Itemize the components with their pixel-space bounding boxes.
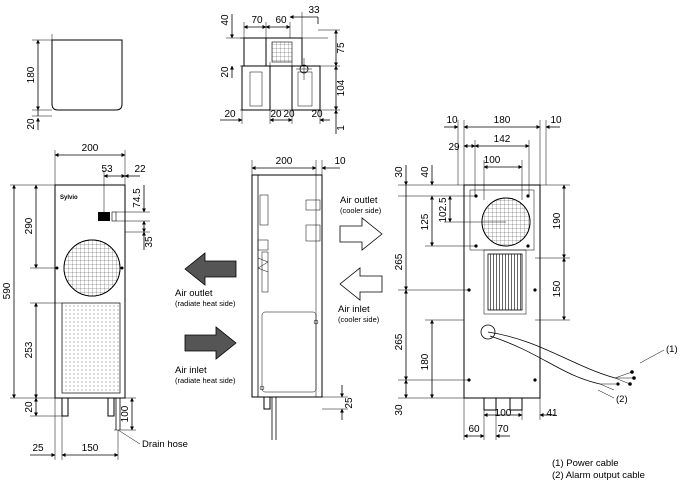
bracket-dim-b20a: 20: [224, 109, 236, 120]
air-outlet-cooler-sub: (cooler side): [340, 206, 382, 215]
air-inlet-radiate-sub: (radiate heat side): [175, 376, 236, 385]
bracket-dim-33: 33: [308, 5, 320, 16]
top-view-dim-20: 20: [26, 118, 37, 130]
cable-gland-icon: [480, 324, 496, 340]
rear-dim-29: 29: [448, 142, 460, 153]
rear-dim-150: 150: [552, 280, 563, 297]
air-outlet-radiate-sub: (radiate heat side): [175, 299, 236, 308]
legend: (1) Power cable (2) Alarm output cable: [552, 458, 645, 481]
side-dim-10: 10: [334, 156, 346, 167]
bracket-left-block: [241, 65, 271, 111]
callout-2: (2): [616, 394, 628, 405]
bracket-dim-75: 75: [336, 42, 347, 54]
rear-dim-102-5: 102.5: [438, 197, 449, 222]
rear-dim-30-bot: 30: [394, 404, 405, 416]
air-outlet-radiate-arrow-icon: [184, 252, 237, 286]
top-view-outline: [51, 39, 123, 111]
top-view-dim-180: 180: [26, 66, 37, 83]
bracket-dim-b20c: 20: [283, 109, 295, 120]
front-dim-25: 25: [32, 443, 44, 454]
legend-item-alarm-cable: (2) Alarm output cable: [552, 470, 645, 481]
drain-hose-label: Drain hose: [142, 439, 188, 450]
bracket-dim-60: 60: [275, 15, 287, 26]
rear-heat-exchanger: [487, 253, 523, 311]
callout-1: (1): [666, 344, 678, 355]
side-dim-25: 25: [344, 397, 355, 409]
front-dim-200: 200: [82, 143, 99, 154]
air-inlet-cooler-label: Air inlet: [338, 304, 370, 315]
bracket-dim-b20d: 20: [311, 109, 323, 120]
side-view-outline: [251, 174, 323, 398]
rear-dim-41: 41: [546, 408, 558, 419]
power-cable: [487, 331, 616, 379]
front-dim-150: 150: [82, 443, 99, 454]
rear-dim-190: 190: [552, 212, 563, 229]
rear-dim-40: 40: [420, 166, 431, 178]
bracket-dim-1: 1: [336, 125, 347, 131]
front-dim-20: 20: [24, 401, 35, 413]
bracket-dim-40: 40: [220, 14, 231, 26]
air-outlet-cooler-label: Air outlet: [340, 195, 378, 206]
rear-dim-10a: 10: [446, 115, 458, 126]
airflow-arrows: Air outlet (radiate heat side) Air inlet…: [175, 195, 383, 385]
front-dim-74-5: 74.5: [132, 188, 143, 208]
air-outlet-cooler-arrow-icon: [339, 217, 383, 251]
bracket-view: 70 60 33 40 20 75 104 1 20 20 20 20: [220, 5, 347, 134]
air-inlet-radiate-arrow-icon: [184, 326, 237, 360]
front-dim-253: 253: [24, 341, 35, 358]
top-view: 180 20: [26, 34, 123, 130]
front-lower-vent: [61, 302, 121, 394]
front-dim-22: 22: [134, 164, 146, 175]
front-dim-290: 290: [24, 217, 35, 234]
front-dim-35: 35: [144, 236, 155, 248]
front-dim-53: 53: [101, 164, 113, 175]
air-outlet-radiate-label: Air outlet: [175, 288, 213, 299]
legend-item-power-cable: (1) Power cable: [552, 458, 619, 469]
front-logo: Sylvio: [60, 195, 78, 201]
rear-dim-30-top: 30: [394, 166, 405, 178]
front-view: Sylvio 200 53 22 590 290 253 20: [2, 143, 188, 460]
air-inlet-cooler-sub: (cooler side): [338, 315, 380, 324]
rear-dim-142: 142: [494, 134, 511, 145]
bracket-right-block: [291, 65, 321, 111]
bracket-mesh: [271, 41, 293, 63]
side-dim-200: 200: [276, 156, 293, 167]
air-inlet-cooler-arrow-icon: [339, 267, 383, 301]
rear-dim-100-top: 100: [484, 155, 501, 166]
rear-dim-70: 70: [497, 424, 509, 435]
bracket-dim-70: 70: [251, 15, 263, 26]
front-dim-100: 100: [120, 405, 131, 422]
bracket-dim-b20b: 20: [270, 109, 282, 120]
rear-dim-265a: 265: [394, 253, 405, 270]
front-dim-590: 590: [2, 282, 13, 299]
alarm-cable: [489, 335, 601, 385]
rear-dim-100-bot: 100: [495, 408, 512, 419]
air-inlet-radiate-label: Air inlet: [175, 365, 207, 376]
bracket-dim-20-left: 20: [220, 66, 231, 78]
rear-dim-60: 60: [468, 424, 480, 435]
rear-dim-125: 125: [420, 213, 431, 230]
side-view: 200 10 25: [251, 156, 355, 440]
front-display: [98, 212, 110, 221]
rear-dim-180: 180: [494, 115, 511, 126]
rear-view: (1) (2) 10 180 10 29 142 100: [394, 115, 678, 440]
rear-dim-180: 180: [420, 353, 431, 370]
rear-dim-10b: 10: [550, 115, 562, 126]
rear-dim-265b: 265: [394, 333, 405, 350]
bracket-dim-104: 104: [336, 79, 347, 96]
